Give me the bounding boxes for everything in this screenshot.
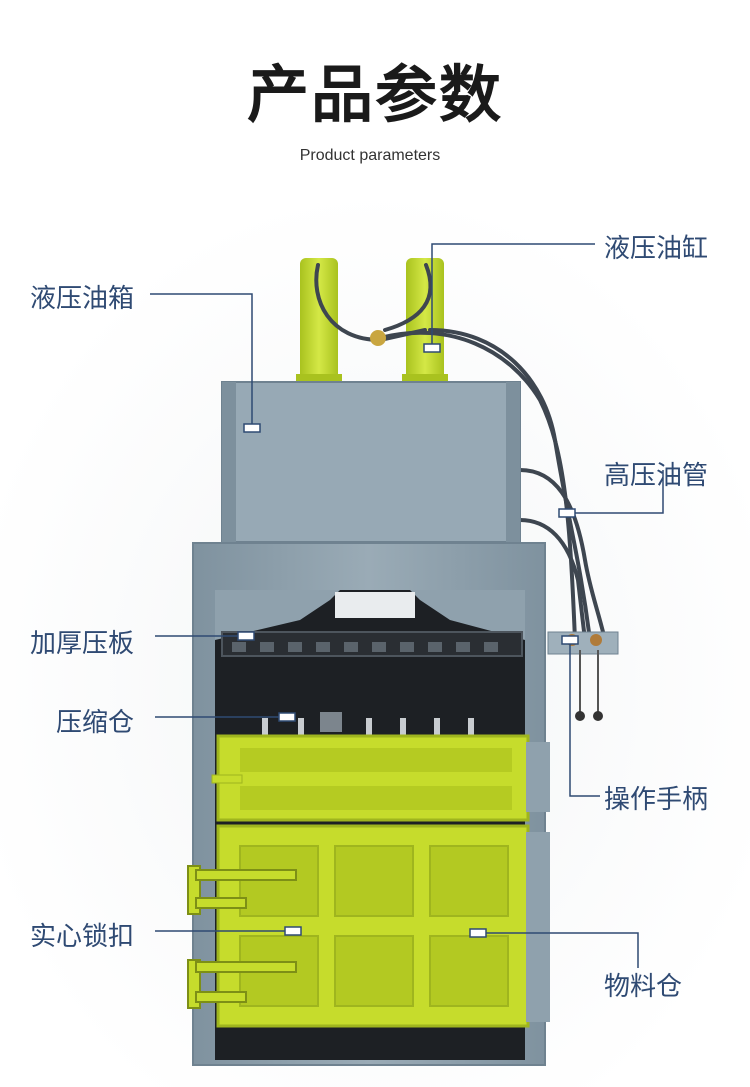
- cylinder-left: [300, 258, 338, 384]
- label-hydraulic-cylinder: 液压油缸: [604, 234, 709, 264]
- label-material-chamber: 物料仓: [604, 972, 683, 1002]
- page-title: 产品参数: [246, 58, 503, 131]
- callout-line-tank: [150, 293, 253, 428]
- label-control-handle: 操作手柄: [604, 785, 709, 815]
- callout-line-cylinder: [431, 243, 595, 348]
- label-solid-lock: 实心锁扣: [30, 922, 135, 952]
- label-hydraulic-tank: 液压油箱: [30, 284, 135, 314]
- solid-lock-latches: [187, 865, 297, 1009]
- callout-line-hose: [567, 470, 664, 514]
- label-thick-press-plate: 加厚压板: [30, 629, 135, 659]
- label-high-pressure-hose: 高压油管: [604, 461, 709, 491]
- callout-line-handle: [569, 640, 600, 797]
- page-subtitle: Product parameters: [299, 147, 441, 164]
- hydraulic-tank: [221, 381, 521, 543]
- upper-door: [211, 734, 550, 822]
- callout-line-material: [478, 932, 639, 968]
- label-compression-chamber: 压缩仓: [56, 708, 135, 738]
- callout-markers: [237, 343, 579, 938]
- compression-chamber: [262, 712, 474, 736]
- lower-door: [216, 824, 550, 1028]
- cylinder-right: [406, 258, 444, 384]
- press-plate: [221, 631, 523, 657]
- callout-lines: [150, 243, 664, 968]
